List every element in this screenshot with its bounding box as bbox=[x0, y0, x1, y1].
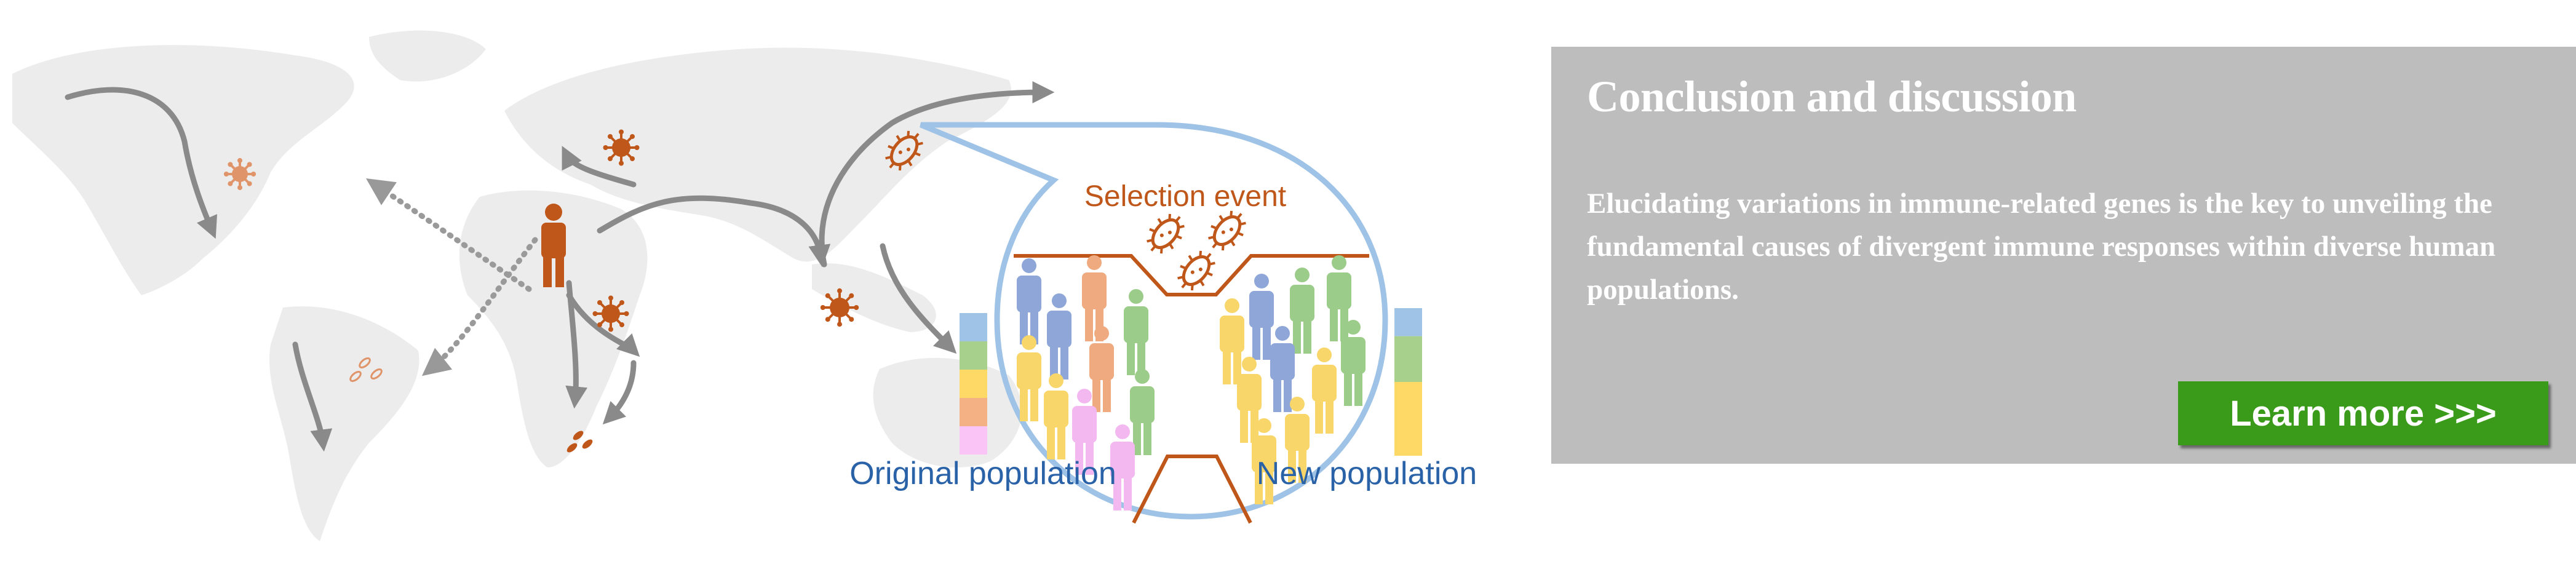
bacteria-icon bbox=[349, 371, 362, 382]
selection-barrier bbox=[1014, 254, 1369, 524]
new-bar-segment-blue bbox=[1394, 308, 1422, 336]
virus-icon bbox=[223, 157, 256, 191]
person-icon bbox=[1089, 326, 1114, 412]
learn-more-button[interactable]: Learn more >>> bbox=[2178, 381, 2548, 445]
person-icon bbox=[1252, 418, 1276, 504]
bacteria-icon bbox=[359, 357, 371, 368]
original-bar-segment-green bbox=[960, 341, 987, 370]
virus-icon bbox=[820, 288, 859, 327]
australia bbox=[873, 357, 1022, 467]
person-icon bbox=[1312, 348, 1337, 434]
original-population-label: Original population bbox=[849, 456, 1116, 491]
conclusion-panel: Conclusion and discussion Elucidating va… bbox=[1551, 47, 2576, 464]
world-map bbox=[12, 30, 1022, 541]
new-bar-segment-yellow bbox=[1394, 382, 1422, 456]
new-population-label: New population bbox=[1257, 456, 1477, 491]
person-icon bbox=[1072, 389, 1097, 475]
person-icon bbox=[1270, 326, 1295, 412]
bacterium-icon bbox=[885, 130, 923, 171]
pathogens bbox=[223, 129, 1246, 453]
virus-icon bbox=[592, 295, 629, 332]
human-figure-icon bbox=[541, 204, 566, 287]
person-icon bbox=[1130, 369, 1155, 455]
person-icon bbox=[1237, 357, 1262, 443]
original-bar-segment-orange bbox=[960, 398, 987, 426]
bacterium-icon bbox=[1177, 250, 1215, 291]
north-america bbox=[12, 45, 354, 295]
population-people bbox=[1017, 255, 1366, 510]
eurasia bbox=[504, 47, 1011, 262]
bacteria-icon bbox=[370, 368, 383, 379]
bacteria-icon bbox=[566, 443, 578, 453]
selection-event-label: Selection event bbox=[1084, 180, 1286, 213]
original-bar-segment-pink bbox=[960, 426, 987, 455]
person-icon bbox=[1017, 258, 1041, 344]
person-icon bbox=[1017, 335, 1041, 421]
person-icon bbox=[1044, 373, 1068, 459]
person-icon bbox=[1220, 298, 1244, 384]
original-bar-segment-yellow bbox=[960, 370, 987, 398]
person-icon bbox=[1327, 255, 1351, 341]
person-icon bbox=[1249, 274, 1274, 360]
person-icon bbox=[1047, 293, 1071, 379]
virus-icon bbox=[603, 129, 640, 166]
bacteria-icon bbox=[582, 439, 593, 449]
bacterium-icon bbox=[1147, 213, 1185, 254]
bacteria-icon bbox=[573, 431, 584, 440]
person-icon bbox=[1290, 268, 1314, 354]
person-icon bbox=[1285, 397, 1310, 483]
africa bbox=[459, 190, 648, 467]
human-migration-selection-illustration: Selection event Original population New … bbox=[12, 30, 1477, 541]
person-icon bbox=[1341, 320, 1366, 406]
new-bar-segment-green bbox=[1394, 336, 1422, 382]
bacterium-icon bbox=[1208, 210, 1246, 251]
original-bar-segment-blue bbox=[960, 313, 987, 341]
panel-title: Conclusion and discussion bbox=[1587, 72, 2077, 121]
zoom-bubble bbox=[920, 122, 1388, 520]
panel-body-text: Elucidating variations in immune-related… bbox=[1587, 188, 2496, 306]
southeast-asia bbox=[812, 263, 936, 332]
greenland bbox=[369, 30, 486, 82]
population-composition-bars bbox=[960, 308, 1422, 456]
south-america bbox=[269, 306, 419, 541]
person-icon bbox=[1110, 424, 1135, 510]
migration-arrows bbox=[65, 81, 1055, 452]
person-icon bbox=[1124, 289, 1148, 375]
